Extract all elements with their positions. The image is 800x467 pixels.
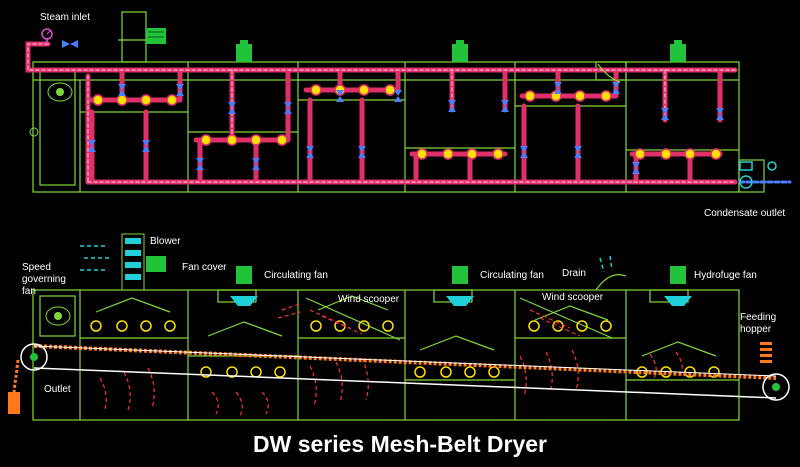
dryer-housing-bottom xyxy=(32,274,740,421)
feeding-hopper-icon xyxy=(760,342,772,363)
outlet-bin-icon xyxy=(8,392,20,414)
airflow-dashes xyxy=(80,245,613,273)
fan-motor-icon xyxy=(670,40,686,62)
steam-pipes xyxy=(25,41,792,185)
blower-motor-icon xyxy=(146,28,166,44)
feeding-hopper-label-2: hopper xyxy=(740,324,772,335)
circulating-fan-icon xyxy=(230,266,258,306)
blower-icon xyxy=(121,233,166,291)
hydrofuge-fan-icon xyxy=(664,266,692,306)
drive-pulley-icon xyxy=(20,343,48,371)
fan-cover-label: Fan cover xyxy=(182,262,227,273)
diagram-title: DW series Mesh-Belt Dryer xyxy=(253,431,547,457)
steam-piping-view: Steam inlet Condensate outlet xyxy=(25,11,792,219)
steam-trap-icon xyxy=(739,161,777,189)
airflow-view: Blower Speed governing fan Fan cover Cir… xyxy=(8,233,790,421)
drain-label: Drain xyxy=(562,268,586,279)
valve-icon xyxy=(62,40,70,48)
circulating-fan-icon xyxy=(446,266,474,306)
feeding-hopper-label-1: Feeding xyxy=(740,312,776,323)
fan-motor-icon xyxy=(236,40,252,62)
condensate-outlet-label: Condensate outlet xyxy=(704,208,785,219)
outlet-label: Outlet xyxy=(44,384,71,395)
circulating-fan-label-1: Circulating fan xyxy=(264,270,328,281)
hot-air-flow xyxy=(99,303,683,417)
wind-scooper-label-2: Wind scooper xyxy=(542,292,604,303)
valves xyxy=(62,40,724,174)
steam-inlet-label: Steam inlet xyxy=(40,12,90,23)
dryer-housing-top xyxy=(32,11,765,193)
circulating-fan-label-2: Circulating fan xyxy=(480,270,544,281)
top-motors xyxy=(29,28,686,137)
speed-fan-label-1: Speed xyxy=(22,262,51,273)
fan-motor-icon xyxy=(452,40,468,62)
conveyor-belt xyxy=(12,343,790,401)
pressure-gauge-icon xyxy=(41,28,53,44)
hydrofuge-fan-label: Hydrofuge fan xyxy=(694,270,757,281)
heating-coils xyxy=(92,84,722,160)
speed-fan-label-3: fan xyxy=(22,286,36,297)
tail-pulley-icon xyxy=(762,373,790,401)
coupling-icon xyxy=(29,127,39,137)
side-fan-icon xyxy=(47,82,73,102)
drain-pipe-icon xyxy=(597,63,621,83)
wind-scooper-label-1: Wind scooper xyxy=(338,294,400,305)
speed-fan-label-2: governing xyxy=(22,274,66,285)
blower-label: Blower xyxy=(150,236,181,247)
speed-governing-fan-icon xyxy=(45,306,71,326)
